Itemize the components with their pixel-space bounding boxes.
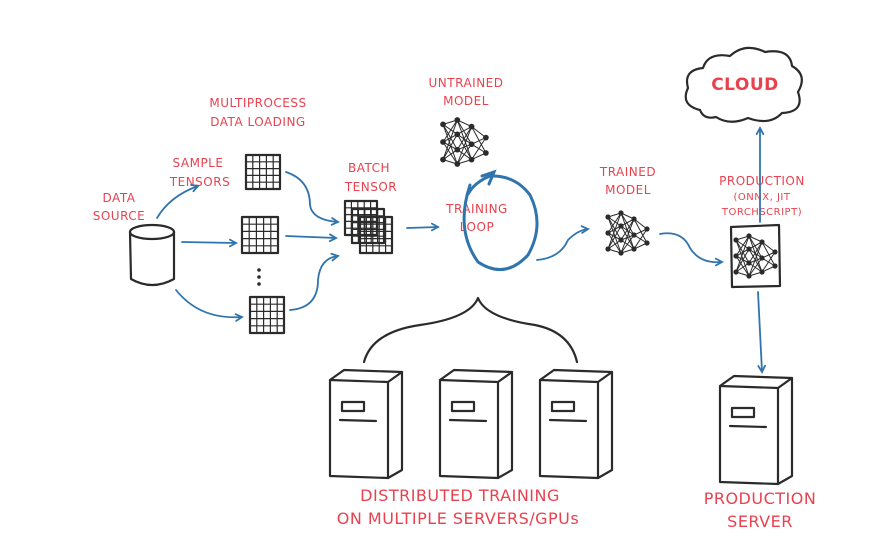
label-sample: SAMPLE — [173, 156, 224, 170]
label-tensors: TENSORS — [169, 175, 230, 189]
server-icon — [538, 368, 614, 480]
label-training: TRAINING — [445, 202, 508, 216]
arrow-loop-to-trained — [536, 225, 590, 261]
production-model-network-icon — [733, 233, 778, 279]
sample-tensor-grid-icon — [244, 153, 282, 191]
arrow-batch-to-loop — [406, 222, 440, 232]
label-source: SOURCE — [93, 209, 146, 223]
arrow-source-to-sample — [156, 184, 200, 219]
label-server: SERVER — [727, 512, 793, 531]
sample-tensor-grid-icon — [240, 215, 280, 255]
arrow-grid3-to-batch — [289, 252, 340, 311]
label-cloud: CLOUD — [711, 75, 779, 95]
label-data-loading: DATA LOADING — [210, 115, 305, 129]
label-untrained-model: MODEL — [443, 94, 489, 108]
production-server-icon — [718, 374, 794, 486]
arrow-grid2-to-batch — [285, 233, 338, 243]
label-trained-model: MODEL — [605, 183, 651, 197]
cloud-icon — [684, 46, 803, 123]
label-production: PRODUCTION — [719, 174, 805, 188]
label-production-server: PRODUCTION — [704, 489, 817, 508]
batch-tensor-grid-icon — [350, 207, 386, 245]
label-distributed: DISTRIBUTED TRAINING — [360, 486, 560, 505]
arrow-source-to-grid3 — [175, 289, 244, 322]
batch-tensor-grid-icon — [358, 215, 394, 255]
label-torchscript: TORCHSCRIPT) — [721, 207, 802, 218]
training-loop-arrow-icon — [462, 174, 539, 271]
production-document-icon — [729, 223, 782, 289]
ellipsis-dots — [257, 268, 261, 286]
data-source-cylinder-icon — [128, 223, 176, 287]
label-multiple-servers: ON MULTIPLE SERVERS/GPUs — [337, 509, 579, 528]
distributed-brace — [362, 296, 579, 364]
server-icon — [438, 368, 514, 480]
label-multiprocess: MULTIPROCESS — [209, 96, 306, 110]
label-untrained: UNTRAINED — [429, 76, 504, 90]
sample-tensor-grid-icon — [248, 295, 286, 335]
loop-arrowhead — [480, 169, 497, 186]
label-trained: TRAINED — [599, 165, 656, 179]
arrow-trained-to-production — [659, 232, 724, 267]
label-data: DATA — [103, 191, 136, 205]
label-loop: LOOP — [460, 220, 494, 234]
label-batch: BATCH — [348, 161, 390, 175]
arrow-production-to-cloud — [755, 126, 765, 223]
arrow-source-to-grid2 — [181, 238, 238, 248]
label-batch-tensor: TENSOR — [344, 180, 397, 194]
untrained-model-network-icon — [440, 117, 489, 167]
arrow-production-to-server — [757, 291, 766, 374]
server-icon — [328, 368, 404, 480]
label-onnx-jit: (ONNX, JIT — [734, 192, 791, 203]
arrow-grid1-to-batch — [285, 171, 340, 226]
trained-model-network-icon — [605, 210, 650, 256]
